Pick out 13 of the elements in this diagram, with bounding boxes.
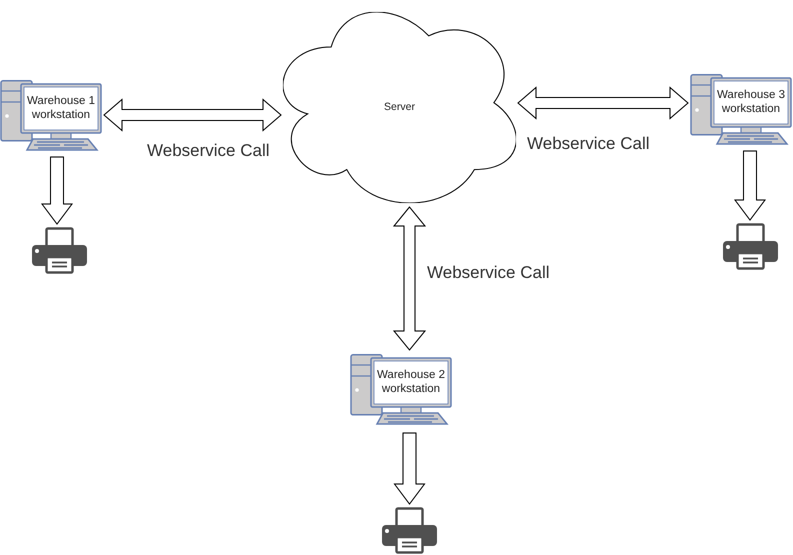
printer-icon — [32, 227, 87, 274]
double-block-arrow — [517, 86, 689, 120]
printer-icon — [723, 223, 778, 270]
node-label: Warehouse 2 workstation — [376, 368, 446, 396]
node-label: Warehouse 3 workstation — [716, 88, 786, 116]
double-block-arrow — [103, 98, 282, 132]
node-label: Warehouse 1 workstation — [26, 94, 96, 122]
block-arrow — [394, 432, 426, 505]
block-arrow — [734, 150, 766, 221]
double-block-arrow — [392, 206, 426, 351]
printer-icon — [382, 507, 437, 554]
block-arrow — [41, 156, 73, 225]
node-label: Server — [384, 101, 415, 114]
